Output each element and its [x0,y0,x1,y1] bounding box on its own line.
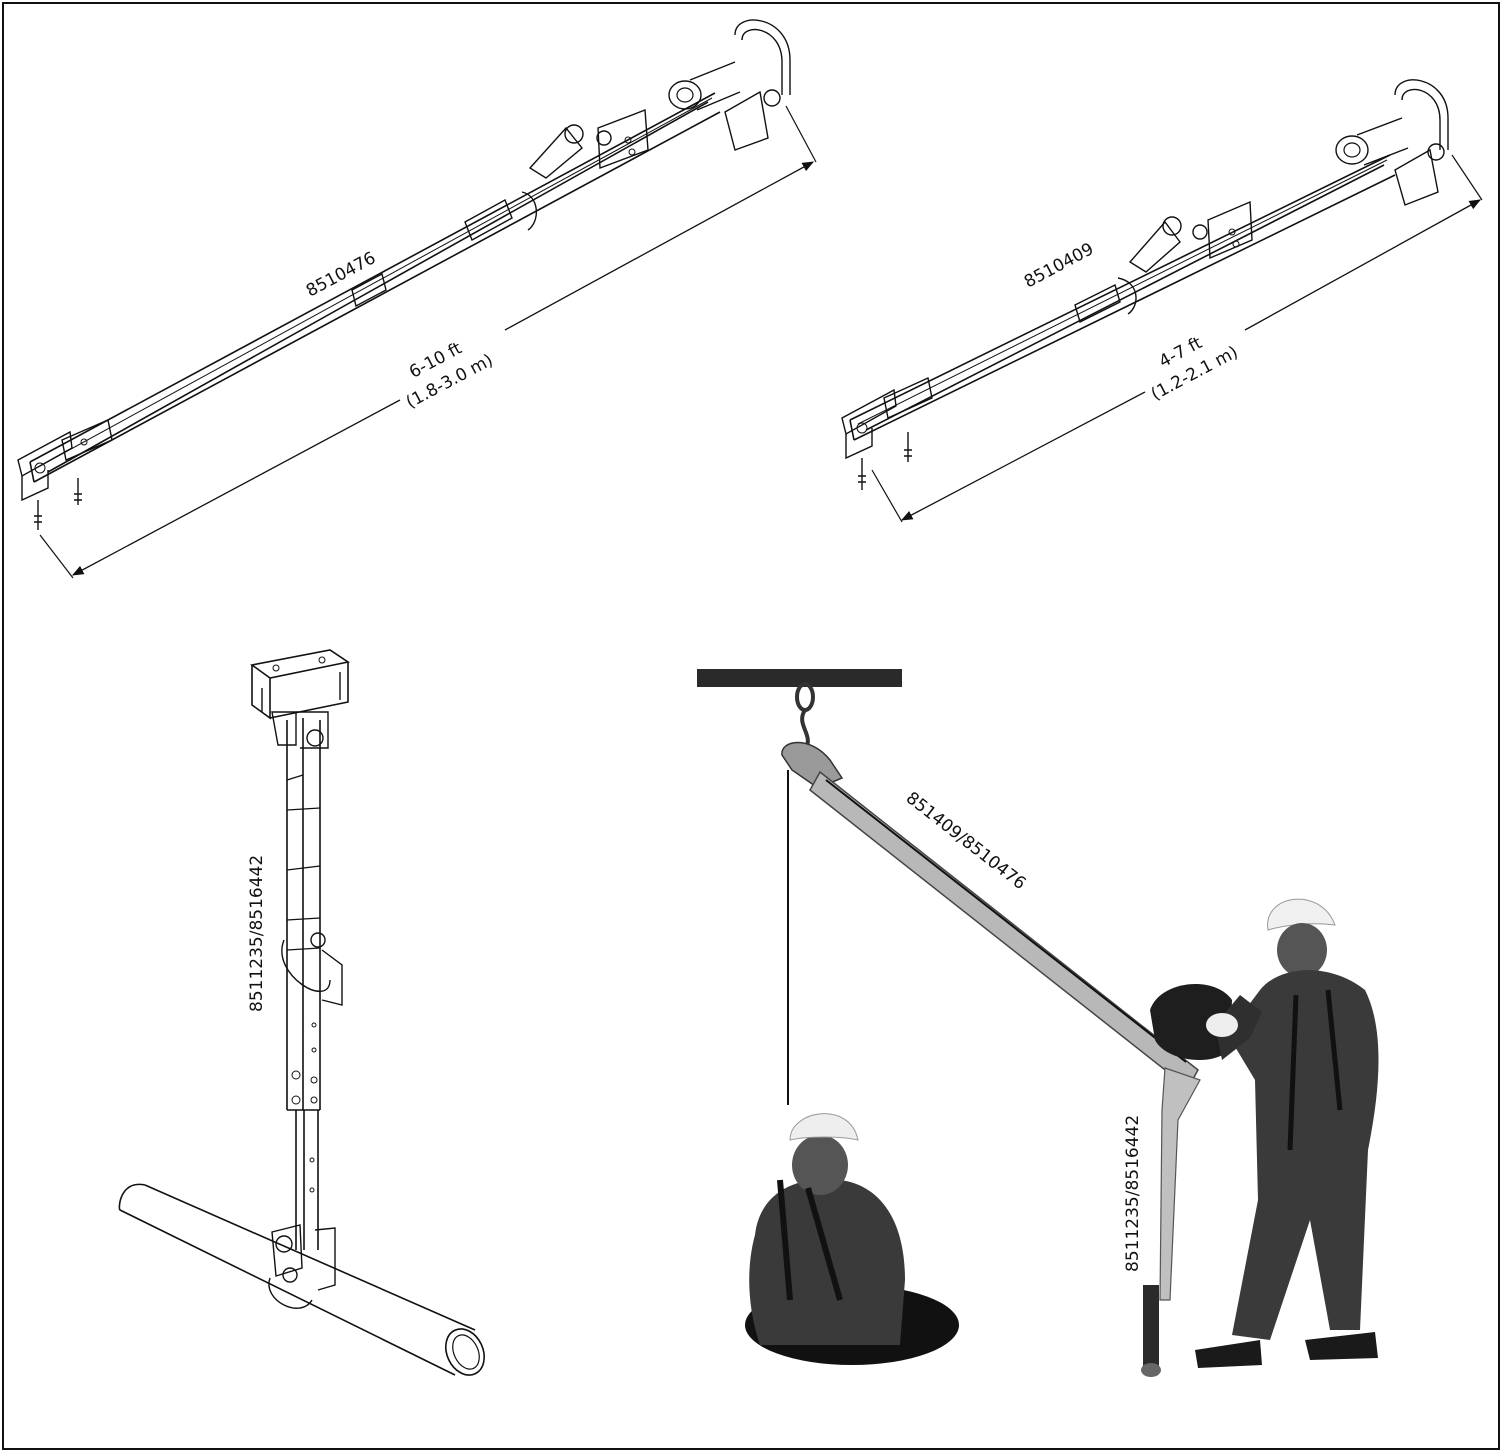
worker-in-manhole [749,1113,905,1345]
helmet-icon [789,1113,859,1141]
overhead-beam [697,669,902,687]
scene-upright-part-number: 8511235/8516442 [1123,1115,1143,1272]
mast-upright [1159,1067,1201,1301]
pulley-head [781,741,844,789]
mast-base-socket [1143,1285,1159,1370]
winch [1150,983,1232,1061]
helmet-icon [1267,898,1336,931]
short-beam-part-number: 8510409 [1021,239,1097,292]
long-beam-dimension [39,105,817,579]
davit-scene [697,669,1379,1377]
upright-part-number: 8511235/8516442 [247,855,267,1012]
worker-standing [1195,898,1379,1368]
short-beam-tube [841,79,1449,490]
long-beam-drawing [17,19,817,579]
anchor-ring [795,682,815,712]
short-beam-dimension [871,154,1483,523]
upright-post-drawing [118,649,486,1376]
short-beam-drawing [841,79,1483,523]
long-beam-tube [17,19,791,530]
boom-arm [809,770,1199,1090]
